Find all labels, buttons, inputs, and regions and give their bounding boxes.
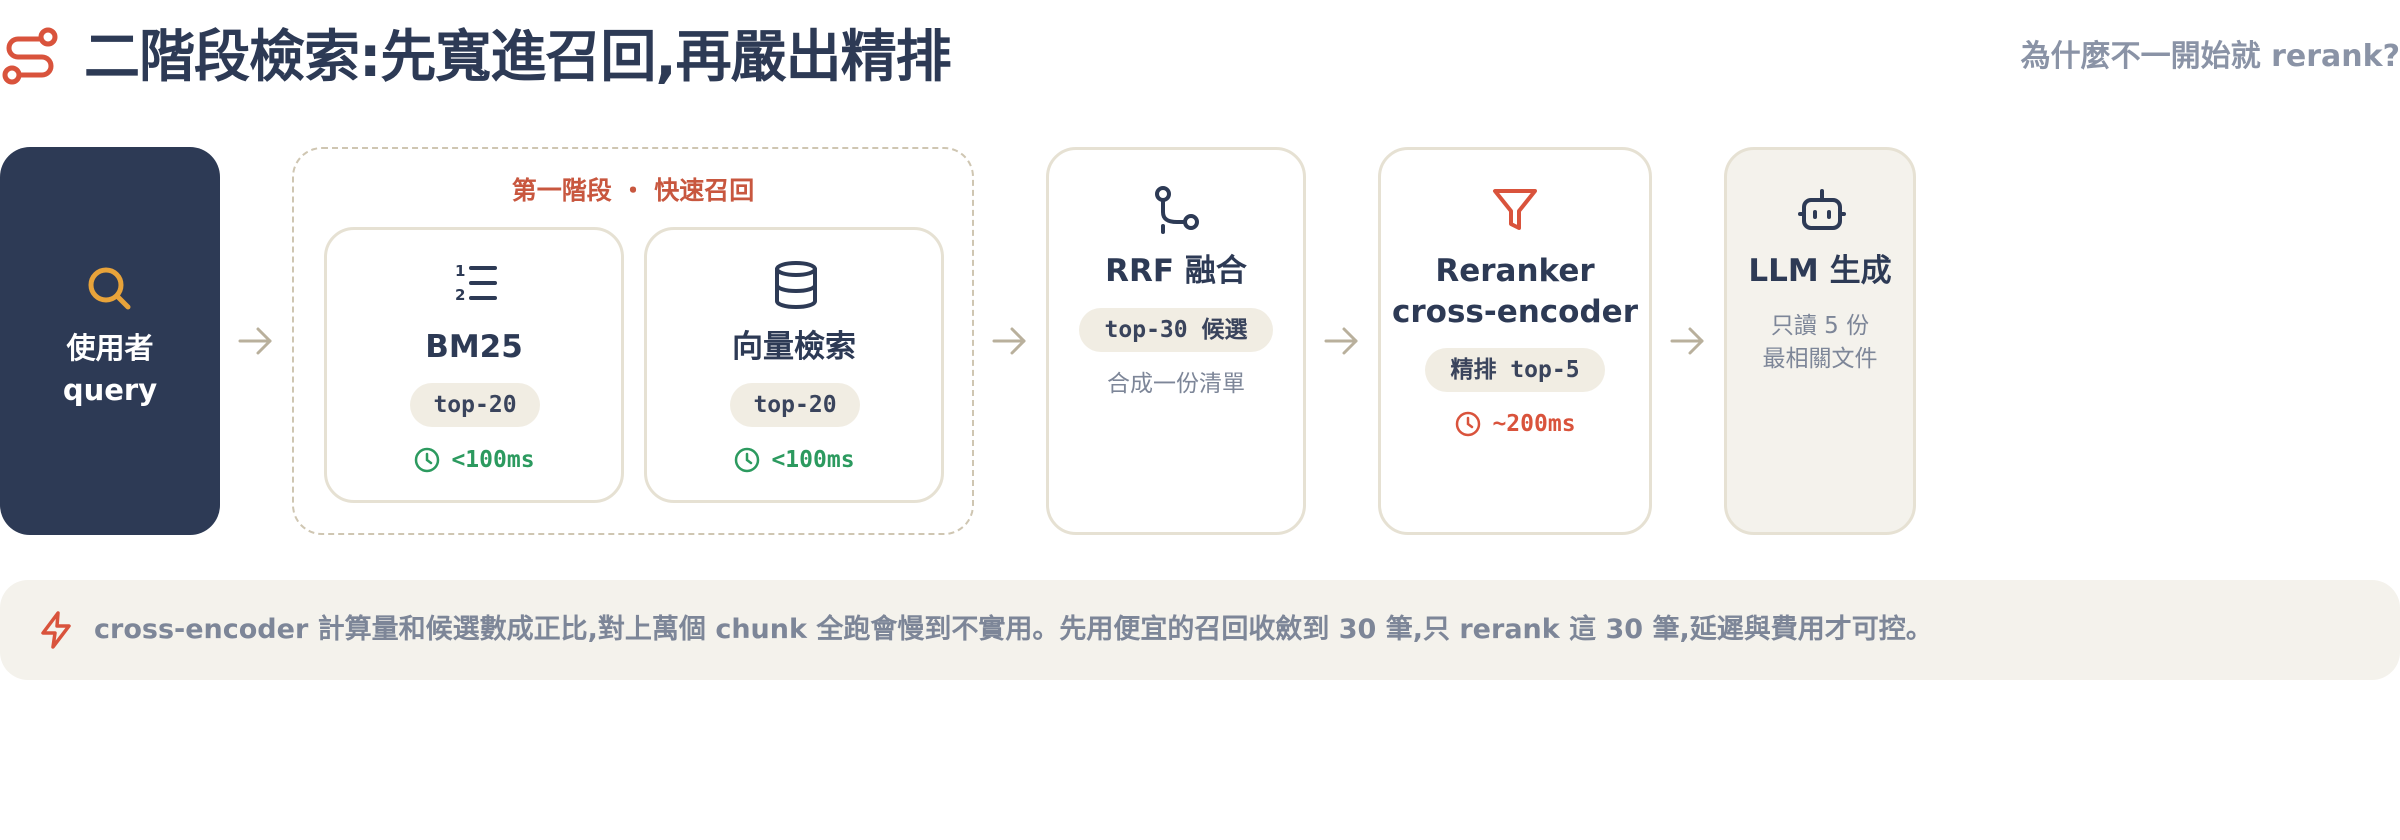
merge-icon <box>1155 186 1199 234</box>
rrf-card: RRF 融合 top-30 候選 合成一份清單 <box>1046 147 1306 535</box>
llm-card: LLM 生成 只讀 5 份 最相關文件 <box>1724 147 1916 535</box>
arrow-right-icon <box>238 327 272 355</box>
note-text: cross-encoder 計算量和候選數成正比,對上萬個 chunk 全跑會慢… <box>94 614 1933 645</box>
numbered-list-icon: 1 2 <box>455 262 497 304</box>
rrf-note: 合成一份清單 <box>1107 371 1245 397</box>
page-subtitle: 為什麼不一開始就 rerank? <box>2020 39 2400 74</box>
search-icon <box>88 267 131 310</box>
arrow-right-icon <box>1324 327 1358 355</box>
rrf-title: RRF 融合 <box>1105 253 1247 289</box>
clock-icon <box>735 447 760 473</box>
bm25-title: BM25 <box>425 329 523 365</box>
vector-search-badge: top-20 <box>730 383 860 427</box>
query-card: 使用者 query <box>0 147 220 535</box>
query-label-line2: query <box>62 373 158 407</box>
vector-search-latency-value: <100ms <box>771 447 855 473</box>
filter-icon <box>1493 189 1537 230</box>
clock-icon <box>415 447 440 473</box>
rrf-badge: top-30 候選 <box>1079 308 1273 352</box>
note-bar: cross-encoder 計算量和候選數成正比,對上萬個 chunk 全跑會慢… <box>0 580 2400 680</box>
query-label: 使用者 query <box>0 327 220 411</box>
reranker-latency: ~200ms <box>1381 404 1649 444</box>
vector-search-title: 向量檢索 <box>732 329 856 365</box>
reranker-title-line1: Reranker <box>1435 253 1595 289</box>
reranker-title-line2: cross-encoder <box>1391 294 1638 330</box>
route-icon <box>2 27 58 85</box>
svg-text:1: 1 <box>455 262 465 280</box>
bm25-latency-value: <100ms <box>451 447 535 473</box>
bm25-latency: <100ms <box>327 440 621 480</box>
arrow-right-icon <box>1670 327 1704 355</box>
llm-note-line1: 只讀 5 份 <box>1770 313 1870 339</box>
lightning-icon <box>41 611 71 649</box>
database-icon <box>775 261 817 310</box>
clock-icon <box>1456 411 1481 437</box>
vector-search-card: 向量檢索 top-20 <100ms <box>644 227 944 503</box>
bm25-card: 1 2 BM25 top-20 <100ms <box>324 227 624 503</box>
bm25-badge: top-20 <box>410 383 540 427</box>
stage-one-title: 第一階段 ・ 快速召回 <box>511 176 755 205</box>
page-title: 二階段檢索:先寬進召回,再嚴出精排 <box>84 25 952 90</box>
stage-one-group: 第一階段 ・ 快速召回 1 2 BM25 top-20 <100ms 向量檢索 … <box>292 147 974 535</box>
llm-title: LLM 生成 <box>1748 253 1892 289</box>
svg-text:2: 2 <box>455 286 465 304</box>
vector-search-latency: <100ms <box>647 440 941 480</box>
reranker-latency-value: ~200ms <box>1492 411 1576 437</box>
reranker-badge: 精排 top-5 <box>1425 348 1605 392</box>
query-label-line1: 使用者 <box>66 331 154 365</box>
arrow-right-icon <box>992 327 1026 355</box>
llm-note-line2: 最相關文件 <box>1762 346 1878 372</box>
reranker-card: Reranker cross-encoder 精排 top-5 ~200ms <box>1378 147 1652 535</box>
robot-icon <box>1798 189 1846 230</box>
